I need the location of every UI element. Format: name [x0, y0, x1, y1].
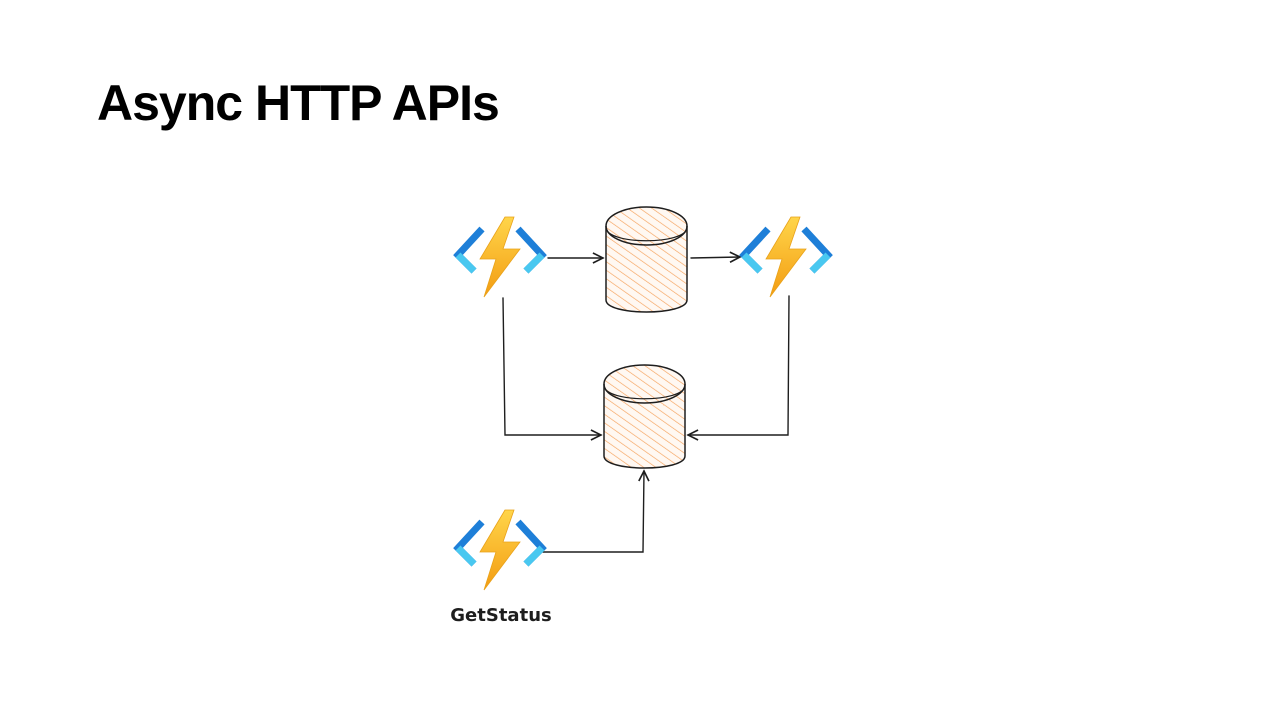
- azure-function-icon: [458, 217, 542, 297]
- azure-function-icon: [744, 217, 828, 297]
- get-status-label: GetStatus: [450, 605, 551, 626]
- edge-getstatus-to-status: [542, 471, 644, 553]
- status-store-cylinder: [603, 364, 686, 469]
- slide-title: Async HTTP APIs: [97, 75, 500, 131]
- edge-queue-to-function2: [690, 257, 740, 258]
- queue-store-cylinder: [605, 206, 688, 313]
- diagram-edges: [502, 257, 790, 553]
- edge-function1-to-status: [502, 297, 601, 435]
- edge-function2-to-status: [688, 295, 790, 435]
- azure-function-icon: [458, 510, 542, 590]
